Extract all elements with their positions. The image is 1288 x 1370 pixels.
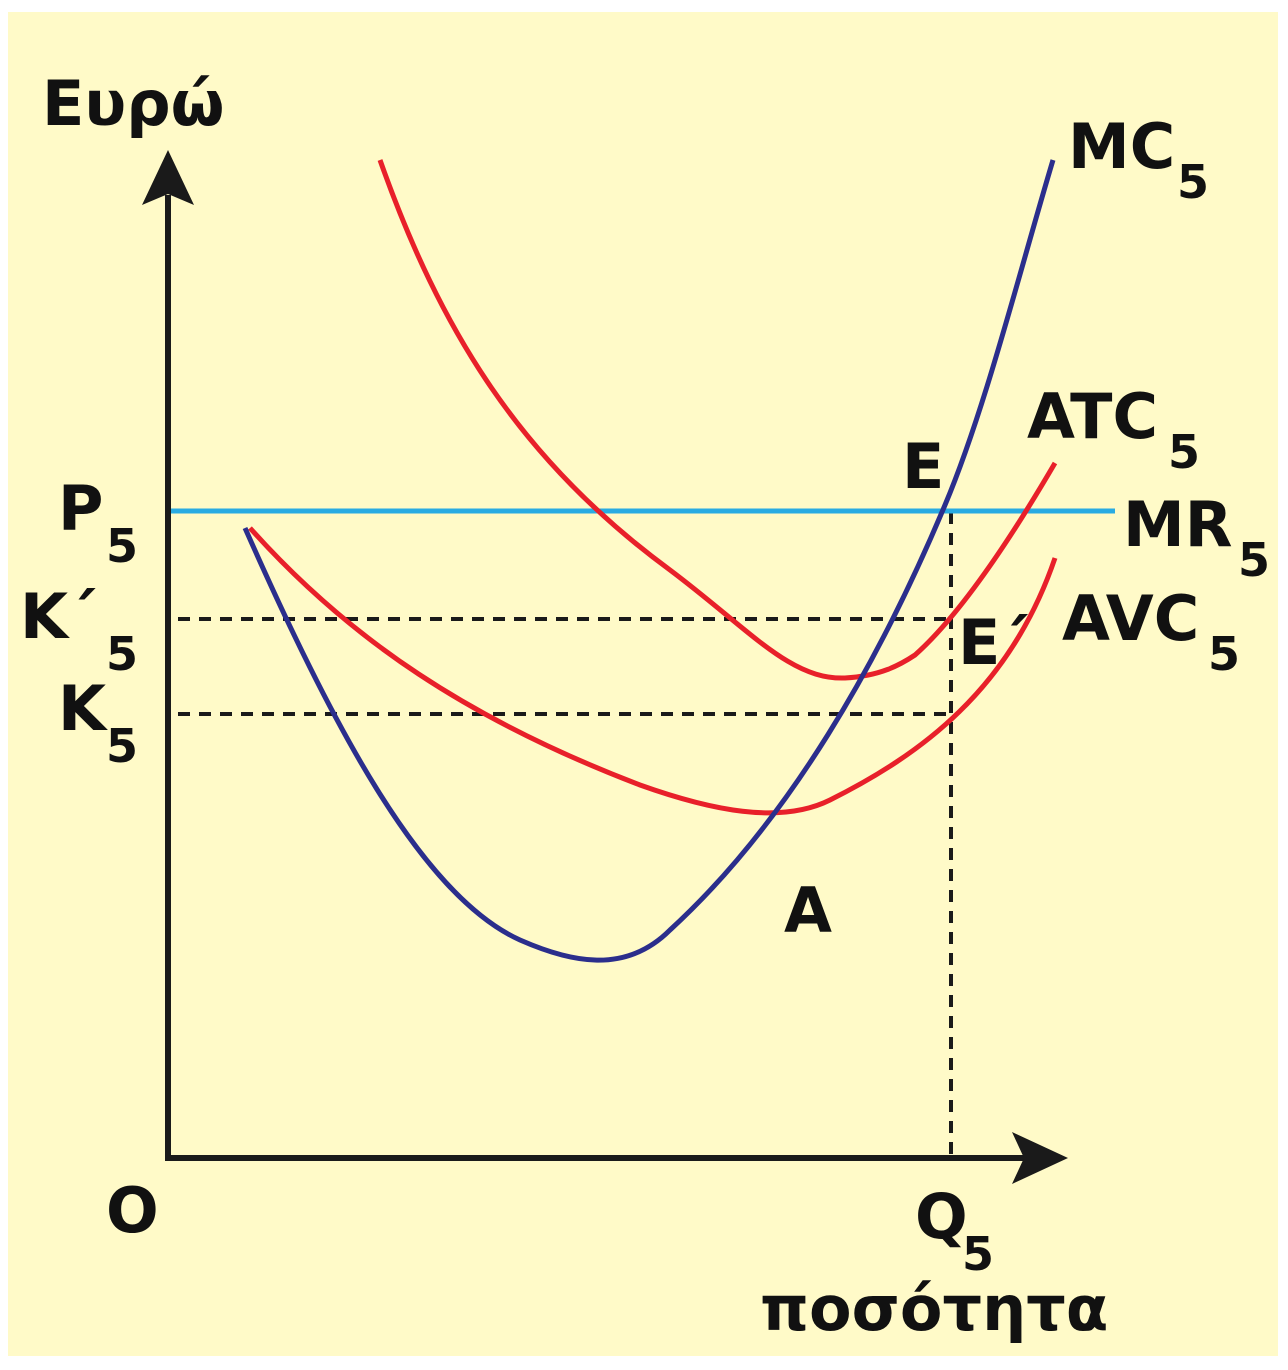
origin-label: O bbox=[106, 1174, 159, 1247]
x-axis-arrowhead bbox=[1012, 1132, 1068, 1184]
p-level-label: P bbox=[58, 472, 103, 545]
k-prime-level-subscript: 5 bbox=[106, 627, 138, 681]
q-level-label: Q bbox=[915, 1180, 968, 1253]
atc-label: ATC bbox=[1027, 380, 1158, 453]
x-axis-label: ποσότητα bbox=[760, 1272, 1108, 1345]
avc-curve bbox=[248, 526, 1058, 816]
mr-label: MR bbox=[1123, 488, 1232, 561]
point-a-label: A bbox=[784, 874, 832, 947]
p-level-subscript: 5 bbox=[106, 519, 138, 573]
k-prime-level-label: Κ΄ bbox=[20, 580, 96, 653]
mc-curve bbox=[242, 159, 1056, 963]
point-e-prime-label: E΄ bbox=[958, 606, 1028, 679]
atc-label-subscript: 5 bbox=[1168, 425, 1200, 479]
mr-label-subscript: 5 bbox=[1238, 533, 1270, 587]
mc-label: MC bbox=[1068, 110, 1175, 183]
atc-curve bbox=[377, 159, 1058, 681]
y-axis-arrowhead bbox=[142, 150, 194, 205]
y-axis-label: Ευρώ bbox=[42, 67, 225, 140]
k-level-label: Κ bbox=[58, 672, 108, 745]
avc-label: AVC bbox=[1062, 582, 1199, 655]
diagram-background bbox=[8, 12, 1278, 1356]
point-e-label: E bbox=[902, 430, 944, 503]
avc-label-subscript: 5 bbox=[1208, 627, 1240, 681]
mc-label-subscript: 5 bbox=[1177, 155, 1209, 209]
k-level-subscript: 5 bbox=[106, 719, 138, 773]
q-level-subscript: 5 bbox=[962, 1227, 994, 1281]
